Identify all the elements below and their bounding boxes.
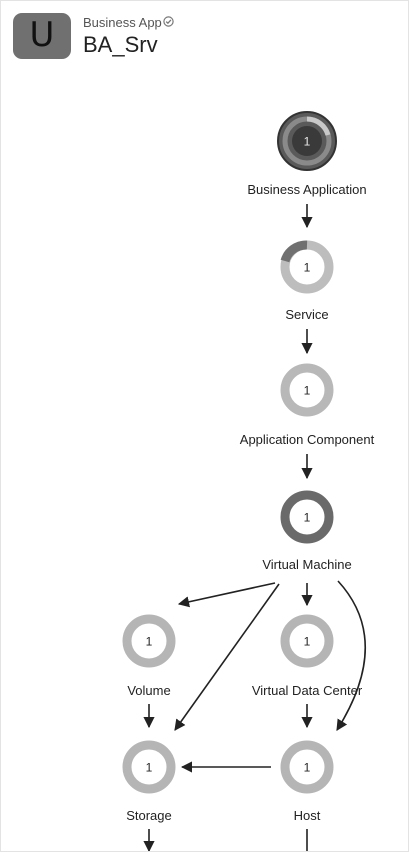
node-virtual-data-center-count: 1	[304, 635, 311, 649]
node-business-application-label: Business Application	[247, 182, 366, 197]
node-volume-label: Volume	[127, 683, 170, 698]
node-application-component-label: Application Component	[240, 432, 375, 447]
node-virtual-machine-count: 1	[304, 511, 311, 525]
node-business-application-count: 1	[304, 135, 311, 149]
entity-name: BA_Srv	[83, 32, 158, 57]
node-business-application[interactable]: 1	[277, 111, 337, 171]
node-host-count: 1	[304, 761, 311, 775]
node-volume-count: 1	[146, 635, 153, 649]
node-host-label: Host	[294, 808, 321, 823]
node-service-count: 1	[304, 261, 311, 275]
node-storage[interactable]: 1	[122, 740, 176, 794]
edge-virtual-machine-to-storage	[174, 583, 280, 731]
node-storage-label: Storage	[126, 808, 172, 823]
node-service-label: Service	[285, 307, 328, 322]
node-virtual-data-center[interactable]: 1	[280, 614, 334, 668]
node-application-component-count: 1	[304, 384, 311, 398]
entity-type-label: Business App	[83, 15, 174, 30]
node-virtual-machine[interactable]: 1	[280, 490, 334, 544]
verified-icon	[163, 16, 174, 27]
business-app-icon-letter: U	[29, 15, 55, 55]
edge-virtual-machine-to-host	[336, 580, 367, 731]
entity-type-text: Business App	[83, 15, 162, 30]
graph-edges	[143, 204, 367, 851]
node-storage-count: 1	[146, 761, 153, 775]
node-host[interactable]: 1	[280, 740, 334, 794]
node-volume[interactable]: 1	[122, 614, 176, 668]
edge-virtual-machine-to-volume	[177, 582, 276, 608]
node-virtual-machine-label: Virtual Machine	[262, 557, 351, 572]
node-virtual-data-center-label: Virtual Data Center	[252, 683, 363, 698]
business-app-icon: U	[13, 13, 71, 59]
node-application-component[interactable]: 1	[280, 363, 334, 417]
node-service[interactable]: 1	[280, 240, 334, 294]
